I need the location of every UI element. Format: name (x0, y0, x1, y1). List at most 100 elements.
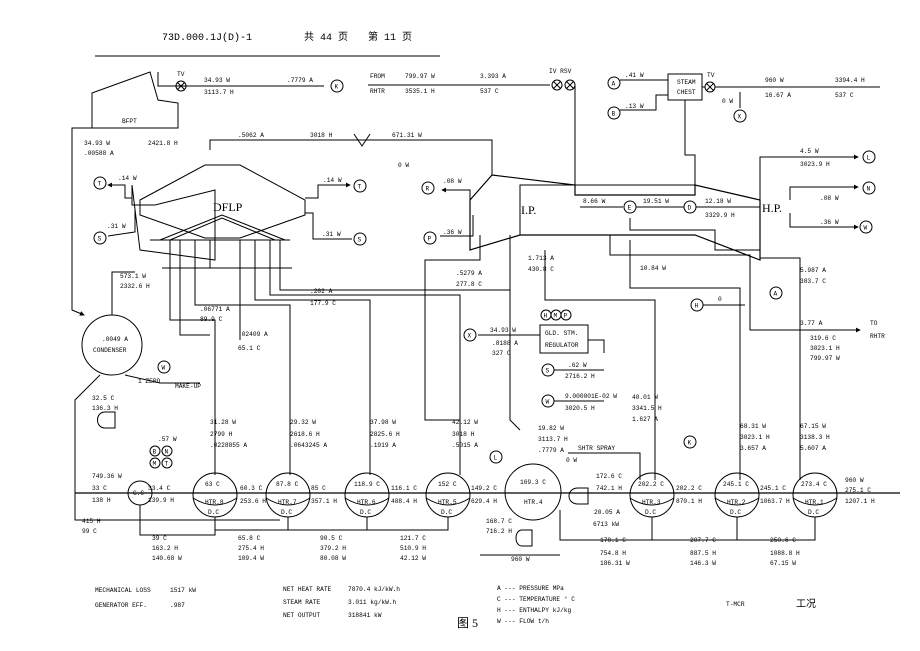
svg-text:99 C: 99 C (82, 528, 97, 535)
svg-text:2421.8 H: 2421.8 H (148, 140, 178, 147)
svg-text:65.8 C: 65.8 C (238, 535, 261, 542)
marker-t-right: T (353, 179, 367, 193)
svg-text:152 C: 152 C (438, 481, 457, 488)
svg-text:37.98 W: 37.98 W (370, 419, 396, 426)
svg-text:STEAM RATE: STEAM RATE (283, 599, 320, 606)
svg-text:33 C: 33 C (92, 485, 107, 492)
marker-s-mid: S (541, 363, 555, 377)
page-count: 共 44 页 (304, 31, 348, 44)
svg-text:.36 W: .36 W (820, 219, 839, 226)
svg-text:172.6 C: 172.6 C (596, 473, 622, 480)
svg-text:.7779 A: .7779 A (538, 447, 564, 454)
svg-text:275.4 H: 275.4 H (238, 545, 264, 552)
svg-text:3023.1 H: 3023.1 H (810, 345, 840, 352)
doc-number: 73D.000.1J(D)-1 (162, 32, 252, 44)
svg-text:RHTR: RHTR (370, 88, 385, 95)
svg-text:277.8 C: 277.8 C (456, 281, 482, 288)
svg-text:W: W (546, 399, 550, 406)
svg-text:.02409 A: .02409 A (238, 331, 268, 338)
svg-text:B: B (612, 111, 616, 118)
svg-text:M: M (153, 461, 157, 468)
svg-text:HTR.3: HTR.3 (642, 499, 661, 506)
svg-text:D.C: D.C (808, 509, 819, 516)
svg-text:319.6 C: 319.6 C (810, 335, 836, 342)
htr2: 245.1 C HTR.2 D.C (714, 472, 760, 518)
svg-text:A: A (612, 81, 616, 88)
svg-text:.08 W: .08 W (443, 178, 462, 185)
marker-s-right: S (353, 232, 367, 246)
svg-text:H: H (695, 303, 699, 310)
svg-text:19.51 W: 19.51 W (643, 198, 669, 205)
gland-regulator (539, 324, 589, 354)
svg-text:0 W: 0 W (566, 457, 577, 464)
svg-text:HTR.6: HTR.6 (357, 499, 376, 506)
svg-text:16.67 A: 16.67 A (765, 92, 791, 99)
htr7: 87.8 C HTR.7 D.C (265, 472, 311, 518)
svg-text:REGULATOR: REGULATOR (545, 342, 579, 349)
svg-text:1207.1 H: 1207.1 H (845, 498, 875, 505)
marker-k: K (330, 79, 344, 93)
svg-text:415 H: 415 H (82, 518, 101, 525)
svg-text:HTR.4: HTR.4 (524, 499, 543, 506)
svg-text:.5279 A: .5279 A (456, 270, 482, 277)
svg-text:488.4 H: 488.4 H (391, 498, 417, 505)
svg-text:D.C: D.C (360, 509, 371, 516)
condenser (81, 314, 143, 376)
svg-text:537 C: 537 C (835, 92, 854, 99)
htr8: 63 C HTR.8 D.C (192, 472, 238, 518)
svg-text:K: K (688, 440, 692, 447)
svg-text:A --- PRESSURE MPa: A --- PRESSURE MPa (497, 585, 564, 592)
svg-text:3.77 A: 3.77 A (800, 320, 823, 327)
marker-r: R (421, 181, 435, 195)
svg-text:SHTR SPRAY: SHTR SPRAY (578, 445, 615, 452)
svg-text:.0228855 A: .0228855 A (210, 442, 247, 449)
svg-text:202.2 C: 202.2 C (638, 481, 664, 488)
svg-text:HTR.5: HTR.5 (438, 499, 457, 506)
svg-text:RHTR: RHTR (870, 333, 885, 340)
svg-text:327 C: 327 C (492, 350, 511, 357)
booster-pump (568, 487, 589, 505)
svg-text:207.7 C: 207.7 C (690, 537, 716, 544)
marker-h-mid: H (690, 298, 704, 312)
bfpt-label: BFPT (122, 118, 137, 125)
svg-text:178.1 C: 178.1 C (600, 537, 626, 544)
svg-text:960 W: 960 W (845, 477, 864, 484)
svg-text:118.9 C: 118.9 C (354, 481, 380, 488)
svg-text:MAKE-UP: MAKE-UP (175, 383, 201, 390)
svg-text:430.8 C: 430.8 C (528, 266, 554, 273)
svg-text:.31 W: .31 W (322, 231, 341, 238)
svg-text:629.4 H: 629.4 H (471, 498, 497, 505)
mode-label: T-MCR (726, 601, 745, 608)
svg-text:960 W: 960 W (765, 77, 784, 84)
svg-text:87.8 C: 87.8 C (276, 481, 299, 488)
svg-text:80.08 W: 80.08 W (320, 555, 346, 562)
svg-text:D.C: D.C (645, 509, 656, 516)
marker-w-right: W (859, 220, 873, 234)
svg-text:67.15 W: 67.15 W (770, 560, 796, 567)
svg-text:D.C: D.C (208, 509, 219, 516)
svg-text:42.12 W: 42.12 W (452, 419, 478, 426)
dflp-label: DFLP (213, 200, 243, 214)
svg-text:32.5 C: 32.5 C (92, 395, 115, 402)
svg-text:34.93 W: 34.93 W (84, 140, 110, 147)
ip-stop-valves (551, 79, 576, 91)
svg-text:W: W (162, 365, 166, 372)
svg-text:1.713 A: 1.713 A (528, 255, 554, 262)
svg-text:870.1 H: 870.1 H (676, 498, 702, 505)
svg-text:0 W: 0 W (722, 98, 733, 105)
svg-text:253.6 H: 253.6 H (240, 498, 266, 505)
svg-text:.00588 A: .00588 A (84, 150, 114, 157)
svg-text:.0643245 A: .0643245 A (290, 442, 327, 449)
svg-text:NET HEAT RATE: NET HEAT RATE (283, 586, 332, 593)
svg-text:379.2 H: 379.2 H (320, 545, 346, 552)
svg-text:.5015 A: .5015 A (452, 442, 478, 449)
svg-text:245.1 C: 245.1 C (723, 481, 749, 488)
marker-a-top: A (607, 76, 621, 90)
svg-text:20.05 A: 20.05 A (594, 509, 620, 516)
svg-text:H: H (544, 313, 548, 320)
svg-text:749.36 W: 749.36 W (92, 473, 122, 480)
svg-text:0: 0 (718, 296, 722, 303)
svg-text:S: S (546, 368, 550, 375)
svg-text:12.18 W: 12.18 W (705, 198, 731, 205)
